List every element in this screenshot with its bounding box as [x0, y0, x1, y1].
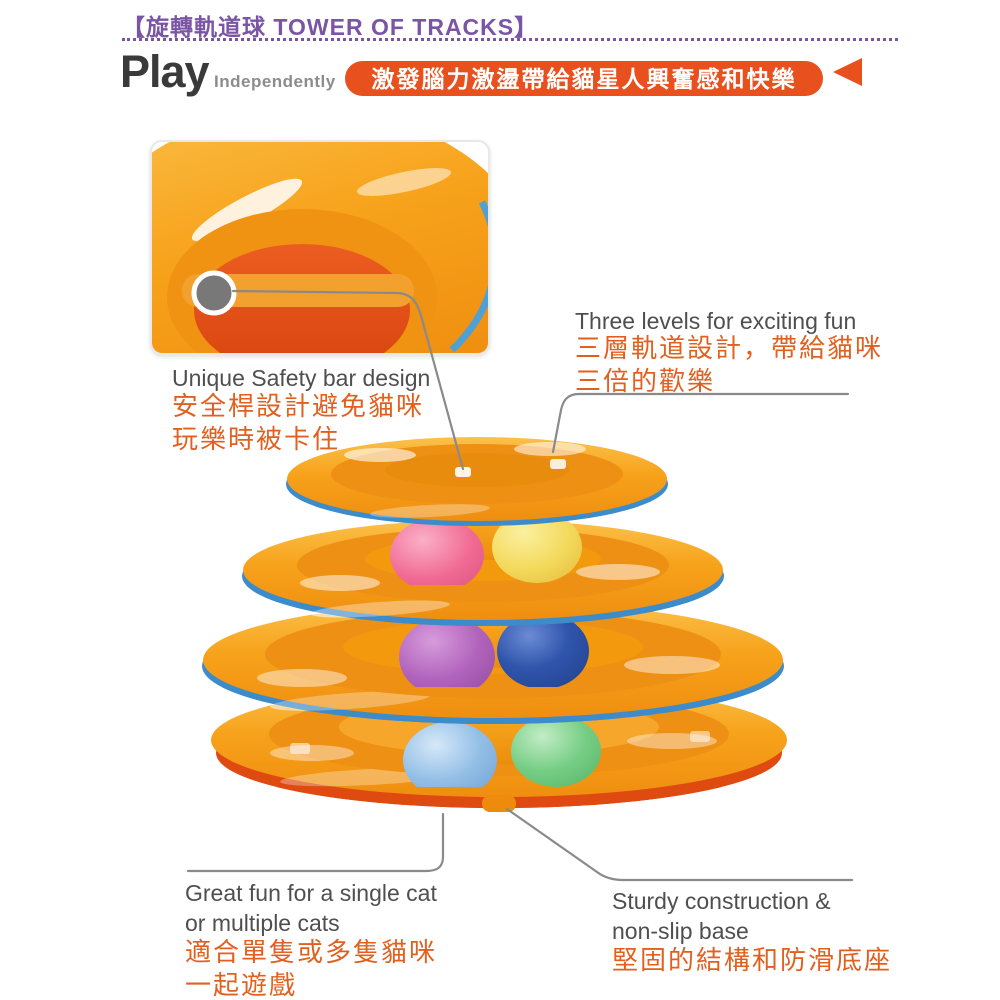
- callout-great-fun-zh-line2: 一起遊戲: [185, 970, 298, 1000]
- track-notch: [455, 467, 471, 477]
- arrow-left-icon: [833, 58, 862, 86]
- ball-yellow: [492, 511, 582, 583]
- callout-great-fun-en-line2: or multiple cats: [185, 910, 340, 936]
- callout-safety-bar-zh-line2: 玩樂時被卡住: [172, 424, 341, 454]
- callout-marker-dot: [191, 270, 237, 316]
- track-notch: [550, 459, 566, 469]
- gloss-highlight: [191, 178, 303, 242]
- ball-light-blue: [403, 722, 497, 798]
- callout-sturdy-base-en: Sturdy construction & non-slip base: [612, 886, 831, 946]
- callout-sturdy-base-zh: 堅固的結構和防滑底座: [612, 945, 893, 975]
- callout-sturdy-base-en-line2: non-slip base: [612, 918, 749, 944]
- ball-dark-blue: [497, 613, 589, 689]
- safety-bar-closeup-drawing: [152, 142, 488, 353]
- tower-product-photo: [202, 437, 787, 812]
- independently-subheading: Independently: [214, 72, 336, 91]
- callout-great-fun-en-line1: Great fun for a single cat: [185, 880, 437, 906]
- blue-rim-arc: [449, 200, 488, 353]
- callout-three-levels-zh-line2: 三倍的歡樂: [575, 366, 716, 396]
- callout-three-levels-zh: 三層軌道設計，帶給貓咪 三倍的歡樂: [575, 332, 883, 398]
- callout-great-fun-zh-line1: 適合單隻或多隻貓咪: [185, 937, 438, 967]
- play-heading: Play: [120, 46, 210, 97]
- benefit-banner: 激發腦力激盪帶給貓星人興奮感和快樂: [345, 61, 823, 96]
- gloss-highlight: [357, 168, 451, 196]
- callout-three-levels-zh-line1: 三層軌道設計，帶給貓咪: [575, 333, 884, 363]
- page-title: 【旋轉軌道球 TOWER OF TRACKS】: [122, 14, 539, 40]
- callout-sturdy-base-en-line1: Sturdy construction &: [612, 888, 831, 914]
- callout-great-fun-en: Great fun for a single cat or multiple c…: [185, 878, 437, 938]
- callout-three-levels-en: Three levels for exciting fun: [575, 308, 857, 334]
- callout-safety-bar-zh: 安全桿設計避免貓咪 玩樂時被卡住: [172, 390, 424, 456]
- safety-bar-closeup-photo: [150, 140, 490, 355]
- dotted-divider: [122, 38, 898, 41]
- callout-great-fun-zh: 適合單隻或多隻貓咪 一起遊戲: [185, 936, 437, 1000]
- callout-safety-bar-en: Unique Safety bar design: [172, 365, 431, 391]
- ball-purple: [399, 617, 495, 697]
- callout-safety-bar-zh-line1: 安全桿設計避免貓咪: [172, 391, 425, 421]
- ball-pink: [390, 518, 484, 592]
- ball-green: [511, 715, 601, 787]
